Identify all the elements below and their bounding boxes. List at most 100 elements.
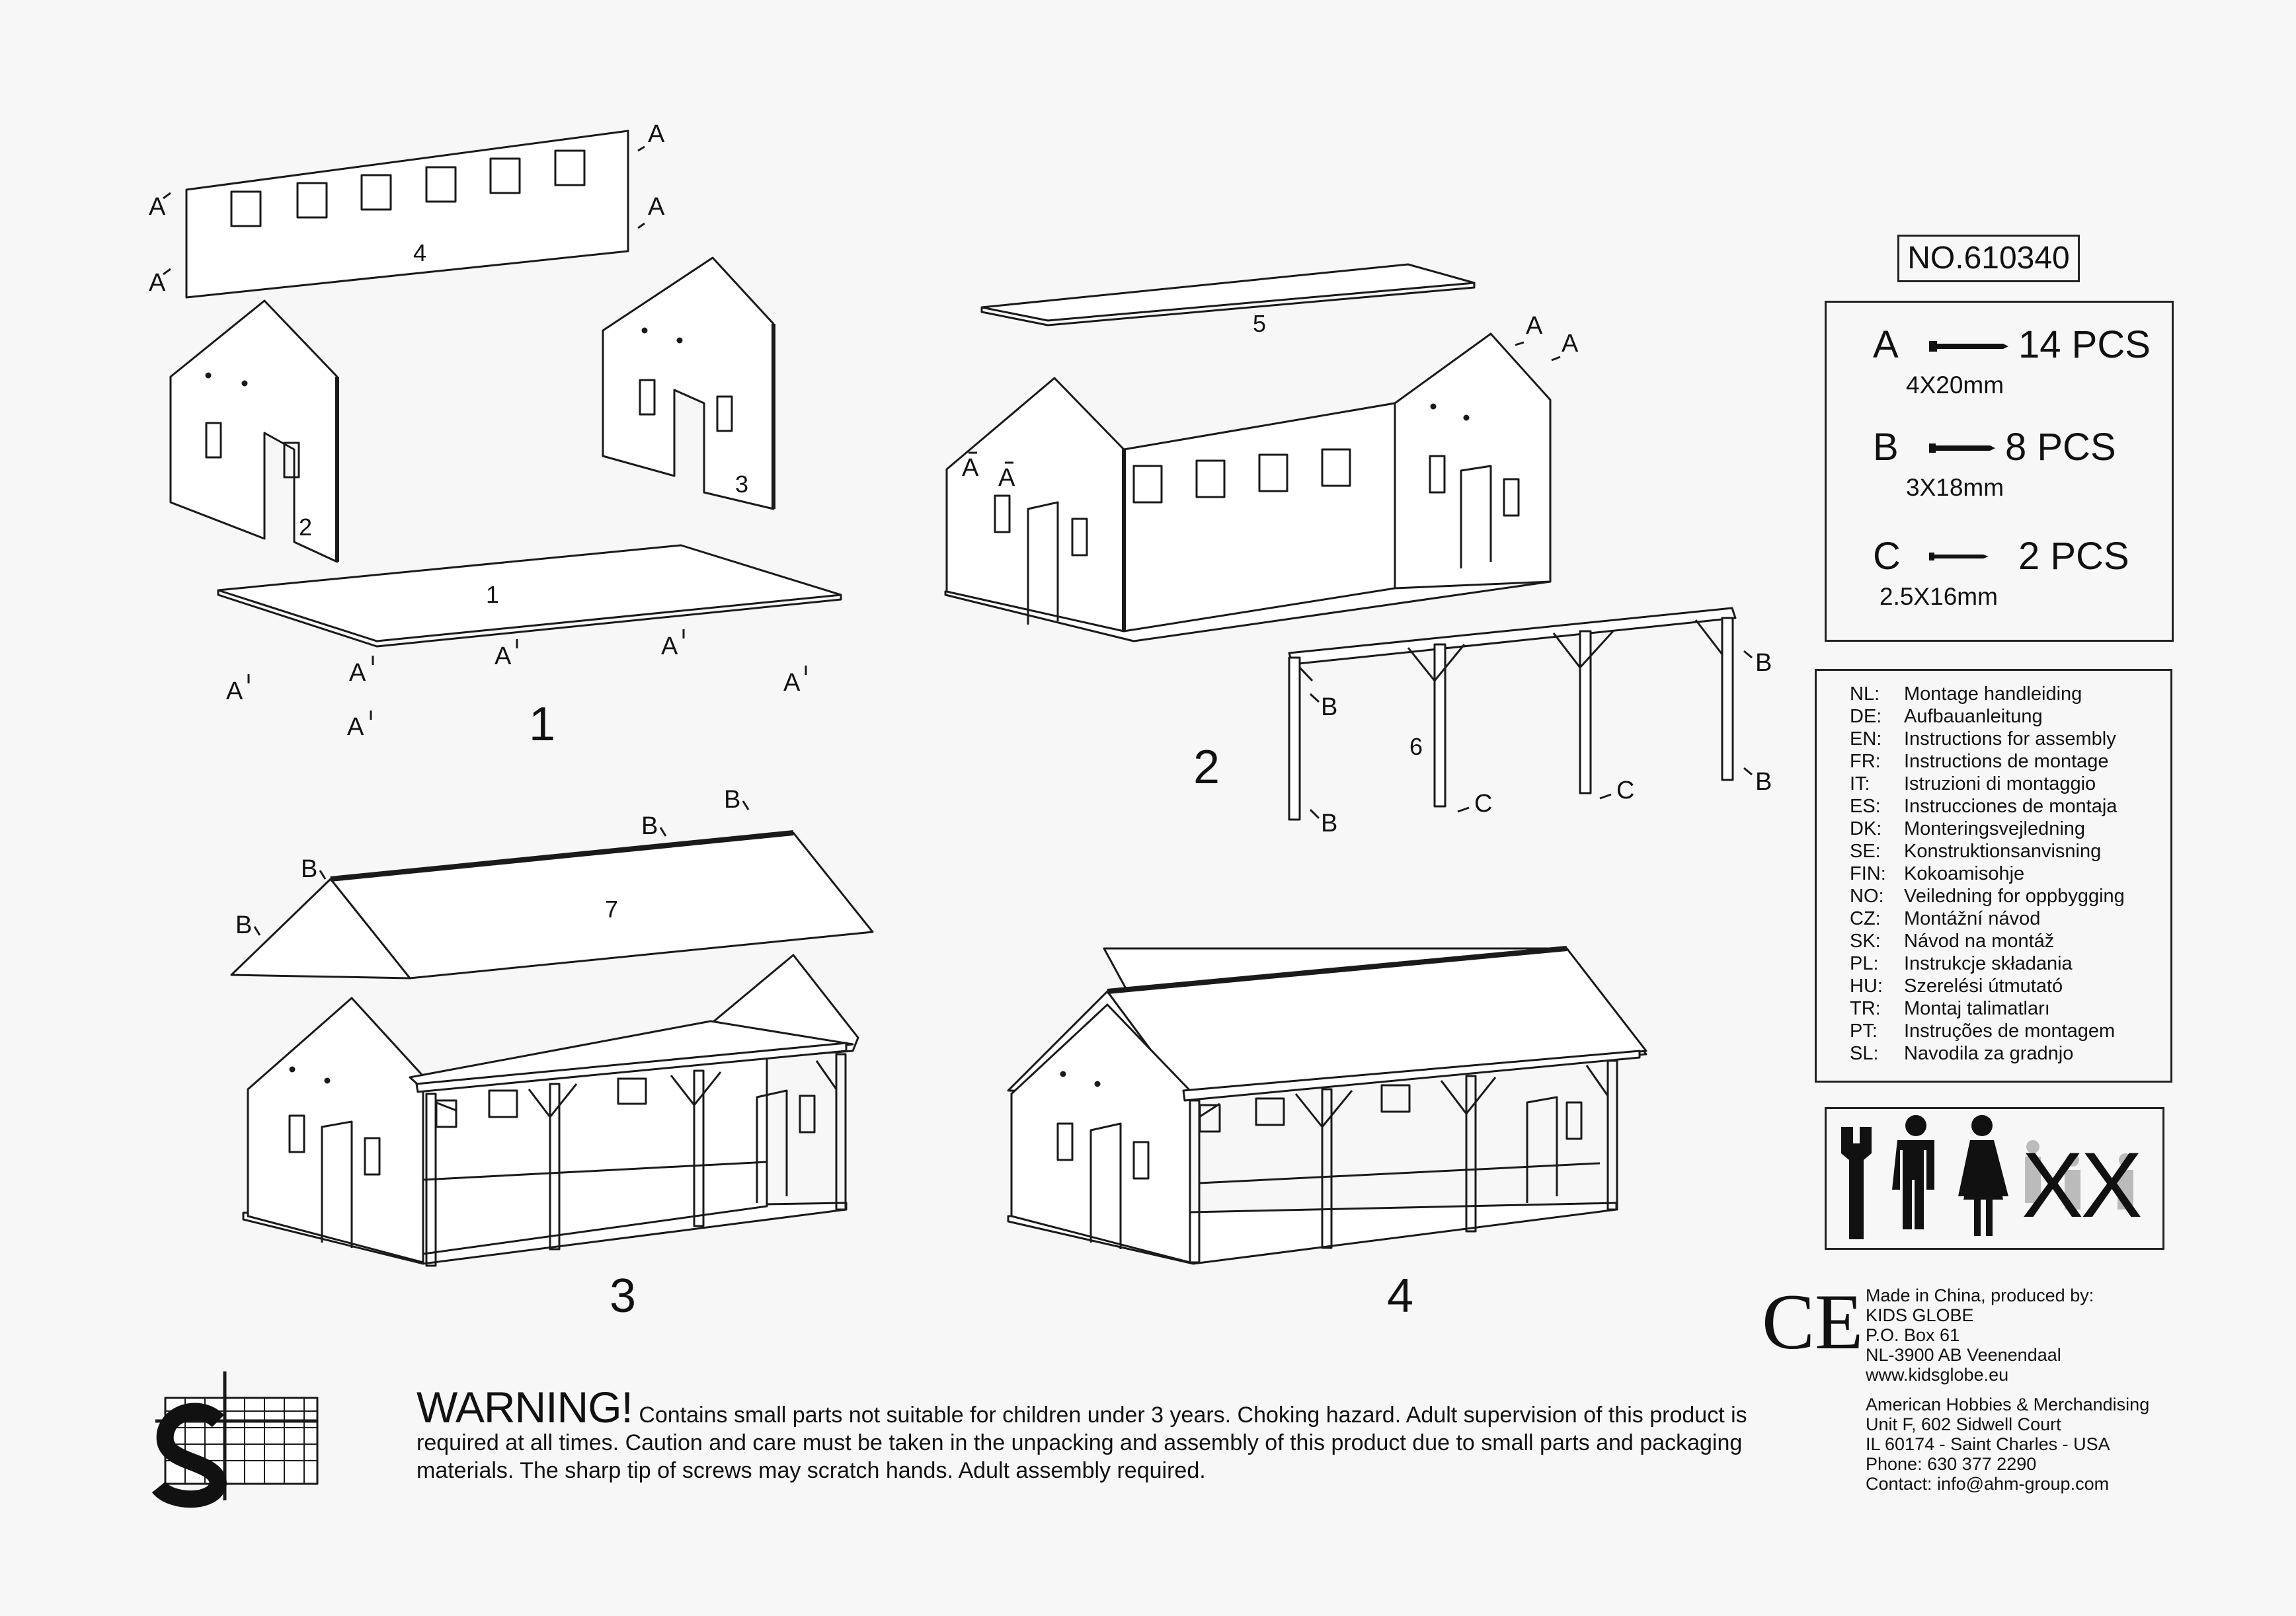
language-row: FIN:Kokoamisohje xyxy=(1850,863,2025,884)
svg-text:B: B xyxy=(641,812,658,840)
language-row: EN:Instructions for assembly xyxy=(1850,728,2116,750)
screw-a-icon xyxy=(1929,341,2008,352)
wrench-icon xyxy=(1841,1127,1872,1239)
panel-4 xyxy=(185,130,629,299)
pictograms xyxy=(1841,1115,2133,1239)
svg-text:A: A xyxy=(783,669,801,697)
part-letter: A xyxy=(1873,323,1899,366)
address-line: www.kidsglobe.eu xyxy=(1866,1365,2009,1385)
warning-title: WARNING! xyxy=(416,1383,633,1432)
label-part-1: 1 xyxy=(486,581,499,608)
svg-text:C: C xyxy=(1474,790,1492,818)
frame-6 xyxy=(1288,607,1737,821)
label-part-4: 4 xyxy=(413,239,426,266)
step-2-number: 2 xyxy=(1193,741,1220,794)
adult-man-icon xyxy=(1892,1115,1934,1229)
language-row: PL:Instrukcje składania xyxy=(1850,953,2073,974)
svg-text:A: A xyxy=(998,464,1015,492)
svg-text:A: A xyxy=(962,454,979,482)
svg-text:B: B xyxy=(724,786,740,814)
address-line: Contact: info@ahm-group.com xyxy=(1866,1474,2110,1494)
step-1-number: 1 xyxy=(529,698,555,751)
language-row: HU:Szerelési útmutató xyxy=(1850,976,2063,997)
part-quantity: 8 PCS xyxy=(2005,426,2116,469)
product-number: NO.610340 xyxy=(1897,235,2080,282)
language-row: SK:Návod na montáž xyxy=(1850,931,2055,952)
svg-text:C: C xyxy=(1616,777,1634,804)
label-part-6: 6 xyxy=(1409,733,1423,760)
svg-text:A: A xyxy=(349,659,366,687)
language-row: DE:Aufbauanleitung xyxy=(1850,706,2043,727)
address-line: Made in China, produced by: xyxy=(1866,1286,2094,1305)
svg-text:B: B xyxy=(1755,649,1772,677)
language-row: IT:Istruzioni di montaggio xyxy=(1850,773,2096,794)
svg-text:A: A xyxy=(1562,330,1579,358)
panel-3 xyxy=(602,256,775,510)
step-3-illustration: 7 B B B B 3 xyxy=(230,786,874,1323)
part-letter: C xyxy=(1873,535,1901,578)
part-size: 2.5X16mm xyxy=(1880,583,1998,610)
child-icon xyxy=(2025,1140,2133,1210)
pictogram-box: XX xyxy=(1825,1107,2164,1250)
svg-text:A: A xyxy=(648,120,665,148)
part-quantity: 2 PCS xyxy=(2018,535,2129,578)
svg-text:B: B xyxy=(1321,810,1337,837)
label-part-5: 5 xyxy=(1253,310,1266,337)
svg-text:B: B xyxy=(301,855,317,883)
language-row: CZ:Montážní návod xyxy=(1850,908,2041,929)
distributor-address: American Hobbies & Merchandising Unit F,… xyxy=(1866,1395,2149,1494)
warning-notice: WARNING! Contains small parts not suitab… xyxy=(416,1385,1798,1484)
svg-text:A: A xyxy=(226,677,243,705)
panel-5 xyxy=(980,263,1476,322)
label-part-2: 2 xyxy=(299,514,312,541)
language-row: NO:Veiledning for oppbygging xyxy=(1850,886,2125,907)
label-part-7: 7 xyxy=(605,896,618,923)
svg-text:B: B xyxy=(1321,693,1337,721)
language-row: FR:Instructions de montage xyxy=(1850,751,2109,772)
screw-c-icon xyxy=(1929,553,1989,560)
language-row: DK:Monteringsvejledning xyxy=(1850,818,2086,839)
panel-2 xyxy=(169,299,338,563)
language-list: NL:Montage handleiding DE:Aufbauanleitun… xyxy=(1815,669,2172,1083)
no-children-mark: XX xyxy=(2022,1133,2143,1237)
language-row: SL:Navodila za gradnjo xyxy=(1850,1043,2074,1064)
svg-text:A: A xyxy=(661,633,678,660)
svg-text:A: A xyxy=(347,713,364,741)
panel-1 xyxy=(217,544,842,642)
address-line: Unit F, 602 Sidwell Court xyxy=(1866,1414,2061,1434)
language-row: SE:Konstruktionsanvisning xyxy=(1850,841,2102,862)
step-3-number: 3 xyxy=(610,1270,636,1323)
step-2-illustration: 5 A A A A xyxy=(944,263,1772,837)
parts-list: A 14 PCS 4X20mm B 8 PCS 3X18mm C 2 PCS 2… xyxy=(1825,301,2174,642)
adult-woman-icon xyxy=(1958,1115,2008,1236)
step-1-illustration: 4 2 3 1 A A A A A A A A A A xyxy=(149,120,842,751)
language-row: TR:Montaj talimatları xyxy=(1850,998,2050,1019)
svg-text:A: A xyxy=(1526,312,1543,340)
ce-mark: CE xyxy=(1762,1278,1864,1366)
part-size: 3X18mm xyxy=(1906,474,2004,501)
brand-logo xyxy=(151,1371,319,1508)
step-4-number: 4 xyxy=(1387,1270,1413,1323)
address-line: P.O. Box 61 xyxy=(1866,1325,1960,1345)
step-4-illustration: 4 xyxy=(1007,946,1647,1323)
part-letter: B xyxy=(1873,426,1899,469)
panel-4-windows xyxy=(230,149,586,227)
address-line: NL-3900 AB Veenendaal xyxy=(1866,1345,2061,1365)
label-part-3: 3 xyxy=(735,471,748,498)
svg-text:A: A xyxy=(648,193,665,221)
manufacturer-address: Made in China, produced by: KIDS GLOBE P… xyxy=(1866,1286,2094,1385)
screw-b-icon xyxy=(1929,443,1995,453)
part-quantity: 14 PCS xyxy=(2018,323,2151,366)
svg-text:B: B xyxy=(1755,768,1772,796)
address-line: IL 60174 - Saint Charles - USA xyxy=(1866,1434,2110,1454)
language-row: ES:Instrucciones de montaja xyxy=(1850,796,2118,817)
part-size: 4X20mm xyxy=(1906,371,2004,399)
address-line: American Hobbies & Merchandising xyxy=(1866,1395,2150,1414)
language-row: NL:Montage handleiding xyxy=(1850,683,2082,705)
warning-body: Contains small parts not suitable for ch… xyxy=(416,1403,1747,1483)
address-line: Phone: 630 377 2290 xyxy=(1866,1454,2037,1474)
language-row: PT:Instruções de montagem xyxy=(1850,1020,2116,1042)
svg-text:B: B xyxy=(235,911,252,939)
svg-text:A: A xyxy=(495,642,512,670)
